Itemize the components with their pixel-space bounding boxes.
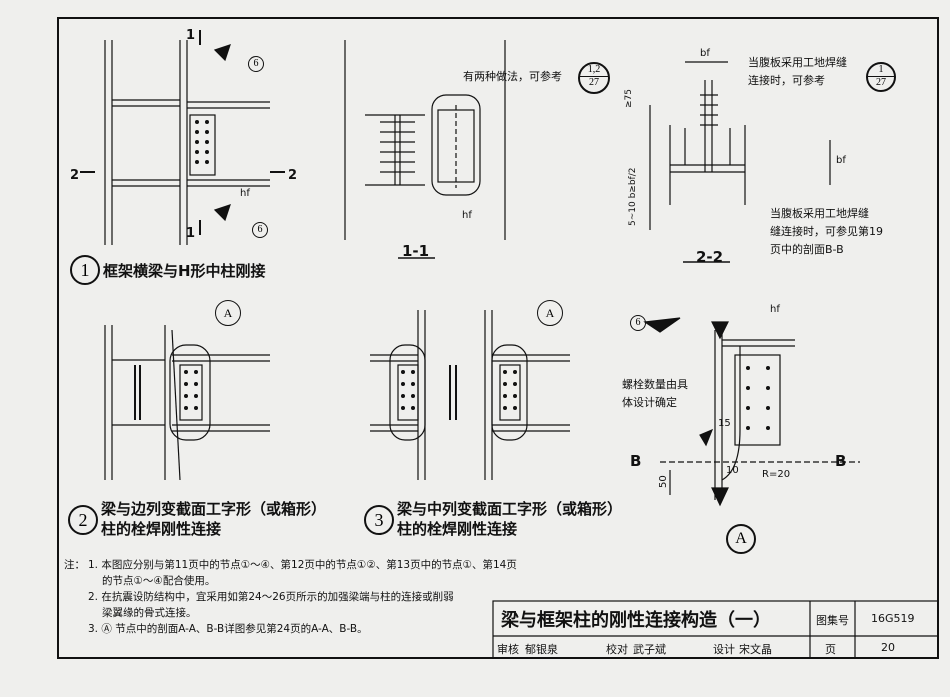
weld-symbol-6-bottom: 6 [252, 222, 268, 238]
weld-6-text: 6 [257, 224, 263, 235]
ref-bot: 27 [589, 77, 599, 88]
ref-1-2-27: 1,2 27 [578, 62, 610, 94]
section-1-1 [344, 40, 506, 259]
dim-50: 50 [658, 475, 669, 488]
section-mark-A-d2: A [215, 300, 241, 326]
reviewer-name: 郁银泉 [525, 643, 558, 656]
title-block-lines [492, 600, 939, 659]
detail-1-number: 1 [70, 255, 100, 285]
detail-3-number-text: 3 [374, 510, 384, 530]
bf-top-label: bf [700, 48, 710, 59]
ref-top: 1,2 [580, 64, 608, 77]
web-weld-note-2-line3: 页中的剖面B-B [770, 243, 844, 256]
hf-label-A: hf [770, 304, 780, 315]
dim-10: 10 [726, 465, 739, 476]
section-2-2-label: 2-2 [696, 248, 724, 266]
cut-A-text: A [223, 306, 233, 320]
weld-6-text: 6 [253, 58, 259, 69]
atlas-number: 16G519 [871, 612, 915, 625]
detail-A-number: A [726, 524, 756, 554]
detail-2-elevation [104, 325, 270, 481]
note-1-line1: 1. 本图应分别与第11页中的节点①～④、第12页中的节点①②、第13页中的节点… [88, 559, 517, 571]
hf-label-d1: hf [240, 188, 250, 199]
web-weld-note-2-line2: 缝连接时，可参见第19 [770, 225, 883, 238]
dim-15: 15 [718, 418, 731, 429]
cut-B-right: B [835, 452, 847, 470]
detail-2-bolts [184, 370, 198, 410]
note-1-line2: 的节点①～④配合使用。 [102, 575, 216, 587]
detail-1-elevation [80, 30, 285, 245]
note-2-line2: 梁翼缘的骨式连接。 [102, 607, 197, 619]
weld-symbol-6-A: 6 [630, 315, 646, 331]
bolt-qty-note-line2: 体设计确定 [622, 396, 677, 409]
section-2-2 [649, 61, 831, 263]
detail-1-caption: 框架横梁与H形中柱刚接 [103, 262, 266, 280]
web-weld-note-1-line2: 连接时，可参考 [748, 74, 825, 87]
detail-2-caption-line1: 梁与边列变截面工字形（或箱形） [101, 500, 327, 518]
ref-top: 1 [868, 64, 894, 77]
detail-3-bolts [401, 370, 517, 410]
notes-prefix: 注： [64, 559, 85, 571]
detail-3-elevation [370, 310, 570, 480]
dim-75: ≥75 [624, 89, 634, 108]
bolt-qty-note-line1: 螺栓数量由具 [622, 378, 688, 391]
cut-mark-1-bottom: 1 [186, 226, 196, 241]
detail-3-caption-line1: 梁与中列变截面工字形（或箱形） [397, 500, 623, 518]
section-mark-A-d3: A [537, 300, 563, 326]
designer-name: 宋文晶 [739, 643, 772, 656]
detail-3-number: 3 [364, 505, 394, 535]
weld-symbol-6-top: 6 [248, 56, 264, 72]
bf-right-label: bf [836, 155, 846, 166]
checker-name: 武子斌 [633, 643, 666, 656]
web-weld-note-1-line1: 当腹板采用工地焊缝 [748, 56, 847, 69]
weld-6-text: 6 [635, 317, 641, 328]
dim-b-half: 5~10 b≥bf/2 [628, 167, 638, 226]
detail-3-caption-line2: 柱的栓焊刚性连接 [397, 520, 518, 538]
dim-R20: R=20 [762, 469, 791, 480]
detail-2-number-text: 2 [78, 510, 88, 530]
section-1-1-label: 1-1 [402, 242, 430, 260]
page-number: 20 [881, 641, 895, 654]
detail-2-caption-line2: 柱的栓焊刚性连接 [101, 520, 222, 538]
cut-B-left: B [630, 452, 642, 470]
atlas-label: 图集号 [816, 614, 849, 627]
ref-bot: 27 [876, 77, 886, 88]
title-block: 梁与框架柱的刚性连接构造（一） 图集号 16G519 审核 郁银泉 校对 武子斌… [493, 601, 938, 659]
two-methods-note: 有两种做法，可参考 [463, 70, 562, 83]
ref-1-27: 1 27 [866, 62, 896, 92]
detail-A-number-text: A [735, 530, 747, 547]
check-label: 校对 [606, 643, 628, 656]
page-label: 页 [825, 643, 836, 656]
note-3: 3. Ⓐ 节点中的剖面A-A、B-B详图参见第24页的A-A、B-B。 [88, 623, 368, 635]
cut-A-text: A [545, 306, 555, 320]
detail-A-bolts [746, 366, 770, 430]
design-label: 设计 [713, 643, 735, 656]
cut-mark-2-right: 2 [288, 168, 298, 183]
cut-mark-1-top: 1 [186, 28, 196, 43]
review-label: 审核 [497, 643, 519, 656]
detail-1-bolts [195, 120, 209, 164]
detail-2-number: 2 [68, 505, 98, 535]
detail-1-number-text: 1 [80, 260, 90, 280]
detail-A [643, 317, 860, 507]
web-weld-note-2-line1: 当腹板采用工地焊缝 [770, 207, 869, 220]
hf-label-s11: hf [462, 210, 472, 221]
drawing-title: 梁与框架柱的刚性连接构造（一） [501, 610, 771, 631]
cut-mark-2-left: 2 [70, 168, 80, 183]
note-2-line1: 2. 在抗震设防结构中，宜采用如第24～26页所示的加强梁端与柱的连接或削弱 [88, 591, 454, 603]
